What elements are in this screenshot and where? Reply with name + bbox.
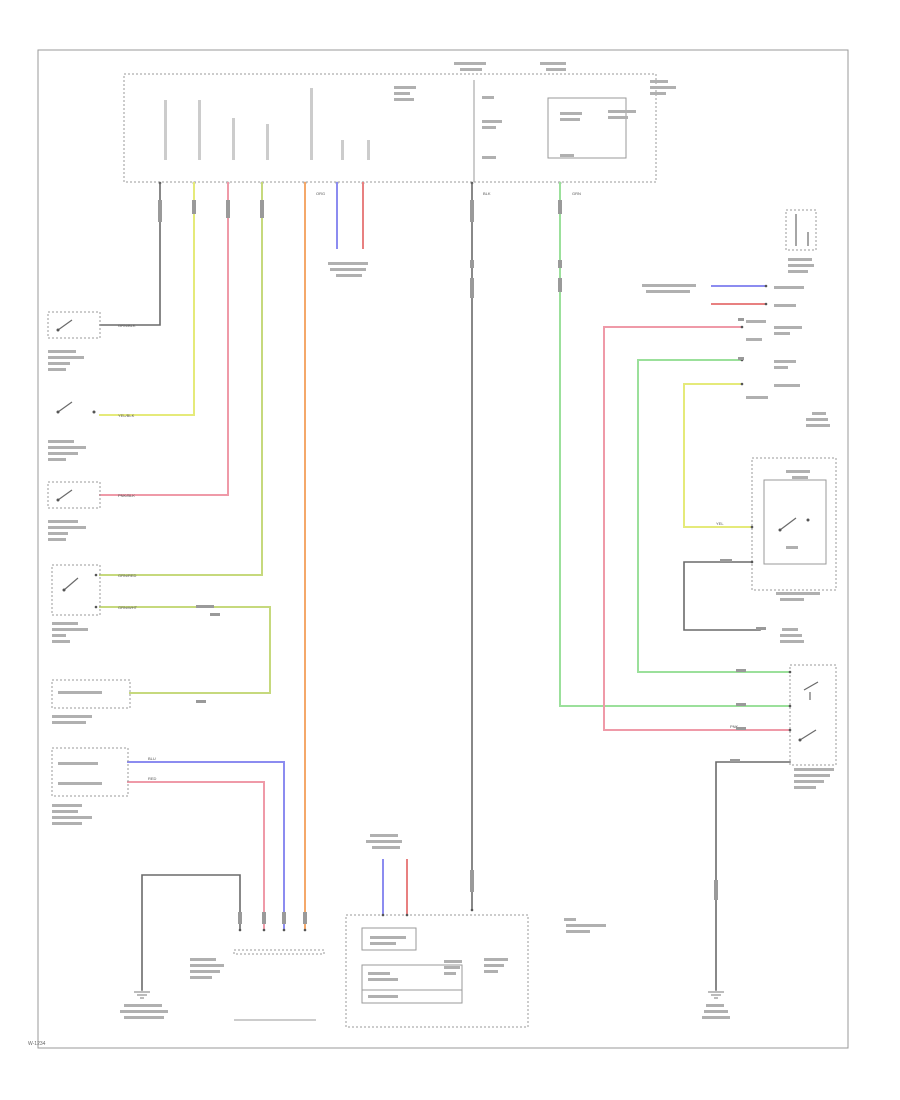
wire-grn-wht — [99, 606, 271, 694]
label-red: RED — [148, 776, 157, 781]
wire-grn-right — [559, 182, 791, 707]
connector-box-upper — [328, 262, 368, 277]
light-switch-box — [750, 457, 837, 643]
wire-yel-blk — [99, 182, 195, 416]
wire-blu-lower — [127, 761, 285, 931]
wire-blk-right-ground — [715, 761, 791, 991]
wire-pnk-blk — [99, 182, 229, 496]
driver-door-switch — [51, 564, 101, 643]
wire-blk-left-ground — [141, 874, 241, 991]
label-grn-wht: GRN/WHT — [118, 605, 138, 610]
wire-blk-right-loop — [683, 561, 761, 631]
wire-red-lower — [127, 781, 265, 931]
rear-control-unit-box — [51, 747, 129, 825]
control-unit-text-marks — [394, 62, 676, 159]
wire-pnk-right — [603, 326, 791, 731]
page-code: W-1234 — [28, 1041, 46, 1047]
label-yel: YEL — [716, 521, 724, 526]
label-blk: BLK — [483, 191, 491, 196]
control-unit-pin-labels — [164, 88, 370, 160]
wire-grn-right-inner — [637, 359, 791, 673]
lower-center-module — [345, 834, 606, 1028]
label-pnk-blk: PNK/BLK — [118, 493, 135, 498]
label-yel-blk: YEL/BLK — [118, 413, 135, 418]
right-connector-labels — [642, 284, 830, 427]
ground-left — [120, 991, 168, 1019]
label-pnk: PNK — [730, 724, 739, 729]
wire-tag-marks — [158, 200, 766, 924]
label-grn: GRN — [572, 191, 581, 196]
diagram-frame — [37, 49, 849, 1049]
label-org: ORG — [316, 191, 325, 196]
control-unit — [123, 62, 676, 185]
wire-yel-right — [683, 383, 753, 528]
wire-grn-red — [99, 182, 263, 576]
label-grn-red: GRN/RED — [118, 573, 137, 578]
combination-meter-box — [51, 679, 131, 724]
passenger-door-switch — [47, 481, 101, 541]
right-top-component — [785, 209, 817, 273]
left-front-door-switch — [48, 401, 96, 461]
label-blu: BLU — [148, 756, 156, 761]
wire-grn-blk — [99, 182, 161, 326]
lower-right-switch-box — [788, 664, 837, 789]
lower-left-switch-box — [190, 928, 325, 1021]
label-grn-blk: GRN/BLK — [118, 323, 136, 328]
right-front-door-switch — [47, 311, 101, 371]
ground-right — [702, 991, 730, 1019]
